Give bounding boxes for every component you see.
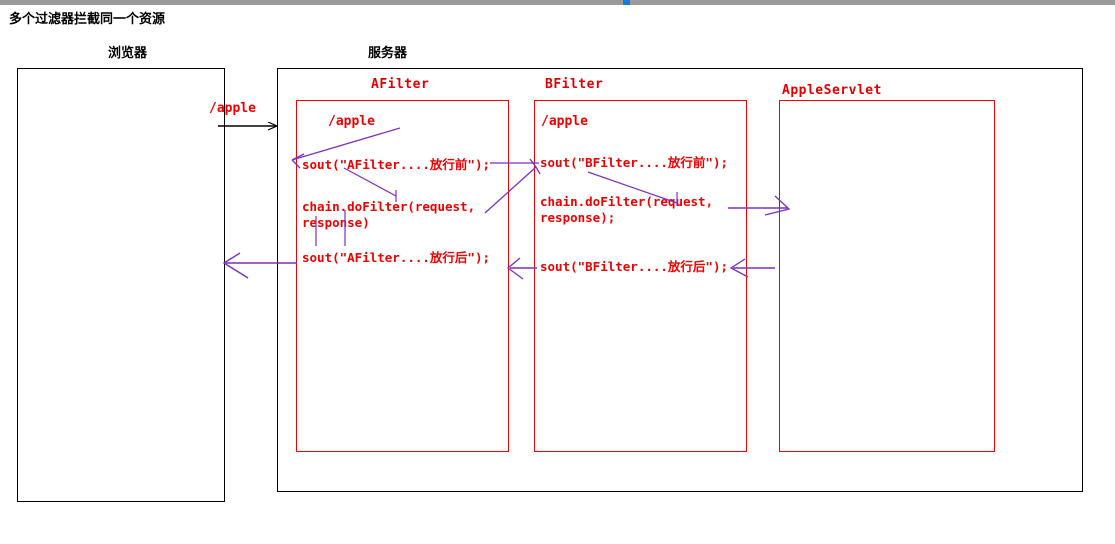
bfilter-code-line-2: chain.doFilter(request, response); — [540, 194, 714, 225]
browser-header: 浏览器 — [108, 46, 148, 61]
request-path-label: /apple — [209, 101, 256, 116]
page-title: 多个过滤器拦截同一个资源 — [9, 12, 166, 27]
bfilter-code-line-1: sout("BFilter....放行前"); — [540, 155, 729, 170]
bfilter-code-line-3: sout("BFilter....放行后"); — [540, 259, 729, 274]
afilter-code-line-1: sout("AFilter....放行前"); — [302, 157, 491, 172]
afilter-code-line-3: sout("AFilter....放行后"); — [302, 250, 491, 265]
servlet-title: AppleServlet — [782, 83, 882, 98]
bfilter-box — [534, 100, 747, 452]
top-scrollbar[interactable] — [0, 0, 1115, 5]
afilter-box — [296, 100, 509, 452]
afilter-code-line-2: chain.doFilter(request, response) — [302, 199, 476, 230]
afilter-title: AFilter — [371, 77, 430, 92]
bfilter-title: BFilter — [545, 77, 604, 92]
browser-box — [17, 68, 225, 502]
bfilter-mapping: /apple — [541, 114, 588, 129]
server-header: 服务器 — [368, 46, 408, 61]
scrollbar-thumb[interactable] — [623, 0, 630, 5]
servlet-box — [779, 100, 995, 452]
server-box — [277, 68, 1083, 492]
afilter-mapping: /apple — [328, 114, 375, 129]
